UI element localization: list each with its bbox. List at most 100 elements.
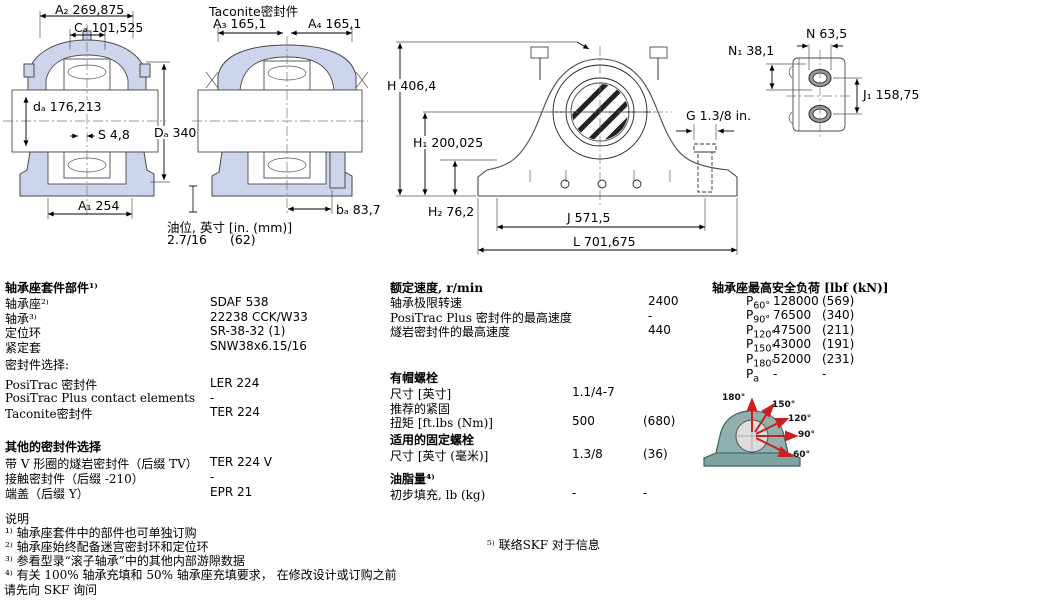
- load-value-kn: -: [822, 367, 827, 381]
- spec-value: EPR 21: [210, 485, 253, 499]
- spec-row: 带 V 形圈的燧岩密封件（后缀 TV） TER 224 V: [5, 455, 395, 472]
- drawing-housing-front: [396, 41, 738, 255]
- spec-label: PosiTrac Plus 密封件的最高速度: [390, 311, 572, 325]
- angle-label-180: 180°: [722, 393, 746, 403]
- load-row: P180° 52000 (231): [746, 352, 906, 369]
- load-value: 52000: [773, 352, 812, 366]
- spec-row: 定位环 SR-38-32 (1): [5, 324, 395, 341]
- load-symbol: P150°: [746, 337, 777, 355]
- oil-level-mm: (62): [230, 232, 256, 247]
- load-symbol: P180°: [746, 352, 777, 370]
- spec-value: SR-38-32 (1): [210, 324, 286, 338]
- seal-choice-header: 密封件选择:: [5, 358, 70, 372]
- dim-label-H1: H₁ 200,025: [412, 135, 485, 150]
- shaft-hatch: [572, 84, 628, 140]
- spec-label: PosiTrac 密封件: [5, 378, 98, 392]
- dim-label-A3: A₃ 165,1: [213, 16, 267, 31]
- load-row: P90° 76500 (340): [746, 308, 906, 325]
- spec-value: -: [572, 486, 577, 500]
- footnote-1: ¹⁾ 轴承座套件中的部件也可单独订购: [5, 526, 197, 540]
- spec-row: 尺寸 [英寸 (毫米)] 1.3/8 (36): [390, 447, 710, 464]
- spec-value: 440: [648, 323, 671, 337]
- load-symbol: P90°: [746, 308, 771, 326]
- spec-row: 扭矩 [ft.lbs (Nm)] 500 (680): [390, 414, 710, 431]
- spec-row: 接触密封件（后缀 -210） -: [5, 470, 395, 487]
- dim-label-Ca: Cₐ 101,525: [74, 20, 144, 35]
- oil-level-caption: 油位, 英寸 [in. (mm)]: [167, 220, 293, 235]
- spec-row: Taconite密封件 TER 224: [5, 405, 395, 422]
- angle-label-60: 60°: [793, 450, 811, 460]
- spec-label: 端盖（后缀 Y）: [5, 487, 89, 501]
- load-value-kn: (569): [822, 294, 855, 308]
- footnote-5: ⁵⁾ 联络SKF 对于信息: [487, 538, 600, 552]
- spec-value: TER 224: [210, 405, 260, 419]
- load-value-kn: (191): [822, 337, 855, 351]
- dim-label-A1: A₁ 254: [78, 198, 120, 213]
- dim-label-G: G 1.3/8 in.: [686, 108, 752, 123]
- load-direction-diagram: 180° 150° 120° 90° 60°: [690, 392, 825, 478]
- dim-label-L: L 701,675: [572, 234, 637, 249]
- spec-row: 推荐的紧固: [390, 400, 710, 417]
- spec-value: SDAF 538: [210, 295, 269, 309]
- spec-value: 1.3/8: [572, 447, 603, 461]
- load-value: 76500: [773, 308, 812, 322]
- spec-label: 尺寸 [英寸 (毫米)]: [390, 449, 489, 463]
- load-value-kn: (231): [822, 352, 855, 366]
- spec-label: PosiTrac Plus contact elements: [5, 391, 196, 405]
- section-header-kit: 轴承座套件部件¹⁾: [5, 281, 98, 295]
- spec-label: 带 V 形圈的燧岩密封件（后缀 TV）: [5, 457, 198, 471]
- load-value-kn: (211): [822, 323, 855, 337]
- load-value-kn: (340): [822, 308, 855, 322]
- spec-value: SNW38x6.15/16: [210, 339, 307, 353]
- load-value: -: [773, 367, 778, 381]
- load-symbol: P60°: [746, 294, 771, 312]
- spec-value: -: [648, 309, 653, 323]
- spec-value: TER 224 V: [210, 455, 272, 469]
- spec-label: 接触密封件（后缀 -210）: [5, 472, 144, 486]
- dim-label-J1: J₁ 158,75: [862, 87, 921, 102]
- load-value: 43000: [773, 337, 812, 351]
- section-header-grease: 油脂量⁴⁾: [390, 472, 435, 486]
- oil-level-inches: 2.7/16: [167, 232, 207, 247]
- load-value: 47500: [773, 323, 812, 337]
- drawing2-title: Taconite密封件: [209, 4, 299, 19]
- angle-label-150: 150°: [772, 400, 796, 410]
- section-header-speed: 额定速度, r/min: [390, 281, 484, 295]
- spec-value: (680): [643, 414, 676, 428]
- spec-value: 500: [572, 414, 595, 428]
- spec-label: Taconite密封件: [5, 407, 93, 421]
- load-symbol: Pa: [746, 367, 760, 385]
- load-row: Pa - -: [746, 367, 906, 384]
- load-row: P150° 43000 (191): [746, 337, 906, 354]
- spec-row: PosiTrac 密封件 LER 224: [5, 376, 395, 393]
- spec-value: -: [210, 470, 215, 484]
- angle-label-120: 120°: [788, 414, 812, 424]
- spec-label: 轴承³⁾: [5, 312, 37, 326]
- dim-label-N1: N₁ 38,1: [728, 43, 775, 58]
- drawing-taconite-section: [192, 27, 369, 216]
- dim-label-A4: A₄ 165,1: [308, 16, 362, 31]
- load-direction-housing: [703, 397, 801, 467]
- section-header-capbolts: 有帽螺栓: [390, 371, 439, 385]
- spec-row: 尺寸 [英寸] 1.1/4-7: [390, 385, 710, 402]
- spec-label: 燧岩密封件的最高速度: [390, 325, 511, 339]
- spec-label: 轴承极限转速: [390, 296, 463, 310]
- spec-row: 紧定套 SNW38x6.15/16: [5, 339, 395, 356]
- spec-label: 推荐的紧固: [390, 402, 451, 416]
- dim-label-J: J 571,5: [566, 210, 612, 225]
- load-symbol: P120°: [746, 323, 777, 341]
- spec-value: LER 224: [210, 376, 260, 390]
- spec-label: 初步填充, lb (kg): [390, 488, 486, 502]
- load-row: P120° 47500 (211): [746, 323, 906, 340]
- spec-value: 2400: [648, 294, 679, 308]
- spec-row: 燧岩密封件的最高速度 440: [390, 323, 710, 340]
- spec-label: 扭矩 [ft.lbs (Nm)]: [390, 416, 493, 430]
- dim-label-H: H 406,4: [386, 78, 438, 93]
- dim-label-N: N 63,5: [806, 26, 848, 41]
- load-row: P60° 128000 (569): [746, 294, 906, 311]
- spec-value: 1.1/4-7: [572, 385, 615, 399]
- spec-label: 紧定套: [5, 341, 42, 355]
- spec-label: 定位环: [5, 326, 42, 340]
- dim-label-A2: A₂ 269,875: [55, 2, 125, 17]
- spec-label: 尺寸 [英寸]: [390, 387, 452, 401]
